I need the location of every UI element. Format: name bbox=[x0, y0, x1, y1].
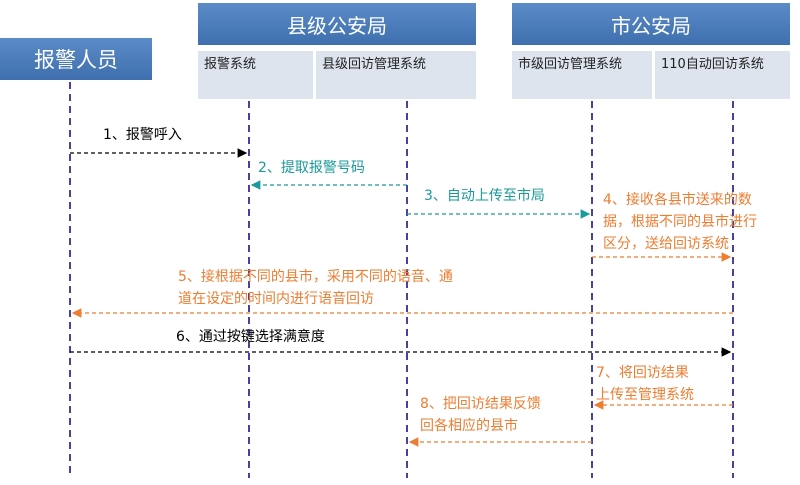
step-8-line-1: 8、把回访结果反馈 bbox=[420, 396, 541, 412]
city-mgmt-system-label: 市级回访管理系统 bbox=[512, 51, 652, 99]
caller-header: 报警人员 bbox=[0, 38, 152, 80]
step-7-line-1: 7、将回访结果 bbox=[596, 365, 689, 381]
step-1-line-1: 1、报警呼入 bbox=[103, 127, 182, 143]
county-mgmt-system-label: 县级回访管理系统 bbox=[316, 51, 476, 99]
city-police-header: 市公安局 bbox=[512, 3, 790, 45]
step-5-label: 5、接根据不同的县市，采用不同的语音、通 道在设定的时间内进行语音回访 bbox=[178, 266, 453, 310]
step-2-label: 2、提取报警号码 bbox=[258, 157, 365, 179]
step-3-line-1: 3、自动上传至市局 bbox=[424, 188, 545, 204]
step-2-line-1: 2、提取报警号码 bbox=[258, 160, 365, 176]
step-7-line-2: 上传至管理系统 bbox=[596, 387, 694, 403]
step-1-label: 1、报警呼入 bbox=[103, 124, 182, 146]
step-6-line-1: 6、通过按键选择满意度 bbox=[176, 329, 325, 345]
step-5-line-1: 5、接根据不同的县市，采用不同的语音、通 bbox=[178, 269, 453, 285]
step-4-line-3: 区分，送给回访系统 bbox=[603, 236, 729, 252]
step-4-label: 4、接收各县市送来的数 据，根据不同的县市进行 区分，送给回访系统 bbox=[603, 189, 757, 255]
alarm-system-label: 报警系统 bbox=[198, 51, 313, 99]
step-5-line-2: 道在设定的时间内进行语音回访 bbox=[178, 291, 374, 307]
step-8-line-2: 回各相应的县市 bbox=[420, 418, 518, 434]
step-4-line-2: 据，根据不同的县市进行 bbox=[603, 214, 757, 230]
step-7-label: 7、将回访结果 上传至管理系统 bbox=[596, 362, 694, 406]
county-police-header: 县级公安局 bbox=[198, 3, 476, 45]
step-8-label: 8、把回访结果反馈 回各相应的县市 bbox=[420, 393, 541, 437]
step-6-label: 6、通过按键选择满意度 bbox=[176, 326, 325, 348]
step-4-line-1: 4、接收各县市送来的数 bbox=[603, 192, 752, 208]
auto-callback-system-label: 110自动回访系统 bbox=[655, 51, 790, 99]
step-3-label: 3、自动上传至市局 bbox=[424, 185, 545, 207]
